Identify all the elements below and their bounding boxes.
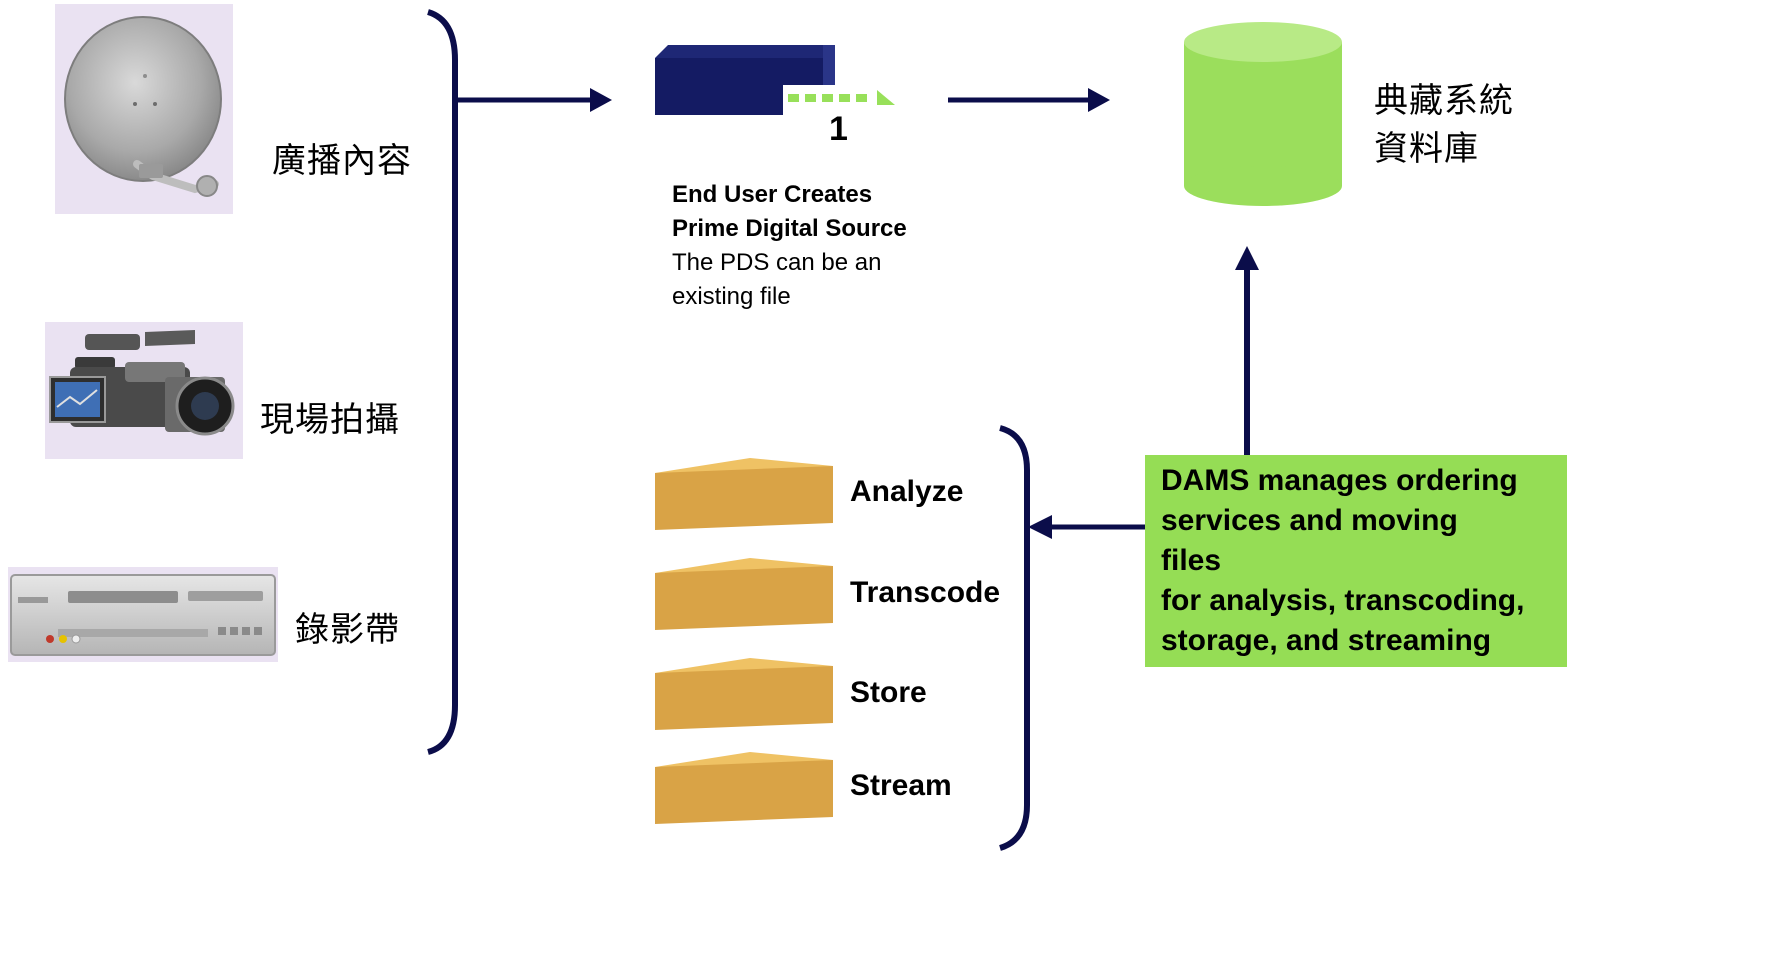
database-cylinder-icon (1184, 22, 1342, 206)
pds-desc-line2: existing file (672, 283, 791, 310)
tape-source-image (8, 567, 278, 662)
source-label-tape: 錄影帶 (295, 610, 400, 650)
dams-line-1: DAMS manages ordering (1161, 464, 1518, 497)
analyze-box-icon (655, 458, 833, 530)
archive-database-label: 典藏系統 資料庫 (1374, 77, 1514, 173)
dams-line-4: for analysis, transcoding, (1161, 584, 1525, 617)
service-transcode: Transcode (850, 576, 1001, 609)
pds-step-number: 1 (829, 110, 848, 148)
camcorder-icon (49, 330, 235, 436)
source-label-broadcast: 廣播內容 (272, 141, 412, 181)
archive-label-line1: 典藏系統 (1374, 81, 1514, 121)
pds-description: End User Creates Prime Digital Source Th… (672, 178, 907, 314)
dams-line-5: storage, and streaming (1161, 624, 1492, 657)
pds-title-line2: Prime Digital Source (672, 215, 907, 242)
store-box-icon (655, 658, 833, 730)
broadcast-source-image (55, 4, 233, 214)
service-analyze: Analyze (850, 475, 964, 508)
service-stream: Stream (850, 769, 952, 802)
dams-description-box: DAMS manages ordering services and movin… (1145, 455, 1567, 667)
pds-desc-line1: The PDS can be an (672, 249, 882, 276)
satellite-dish-icon (64, 16, 222, 197)
stream-box-icon (655, 752, 833, 824)
field-source-image (45, 322, 243, 459)
pds-device-icon (655, 45, 895, 115)
sources-to-pds-arrowhead (590, 88, 612, 112)
pds-title-line1: End User Creates (672, 181, 873, 208)
service-store: Store (850, 676, 927, 709)
services-bracket (998, 425, 1030, 851)
pds-to-database-arrowhead (1088, 88, 1110, 112)
vcr-icon (10, 574, 276, 656)
source-label-field: 現場拍攝 (260, 400, 400, 440)
dams-line-3: files (1161, 544, 1222, 577)
dams-to-database-arrowhead (1235, 246, 1259, 270)
sources-bracket (426, 9, 458, 755)
transcode-box-icon (655, 558, 833, 630)
dams-to-services-arrowhead (1028, 515, 1052, 539)
archive-label-line2: 資料庫 (1374, 129, 1479, 169)
dams-line-2: services and moving (1161, 504, 1458, 537)
